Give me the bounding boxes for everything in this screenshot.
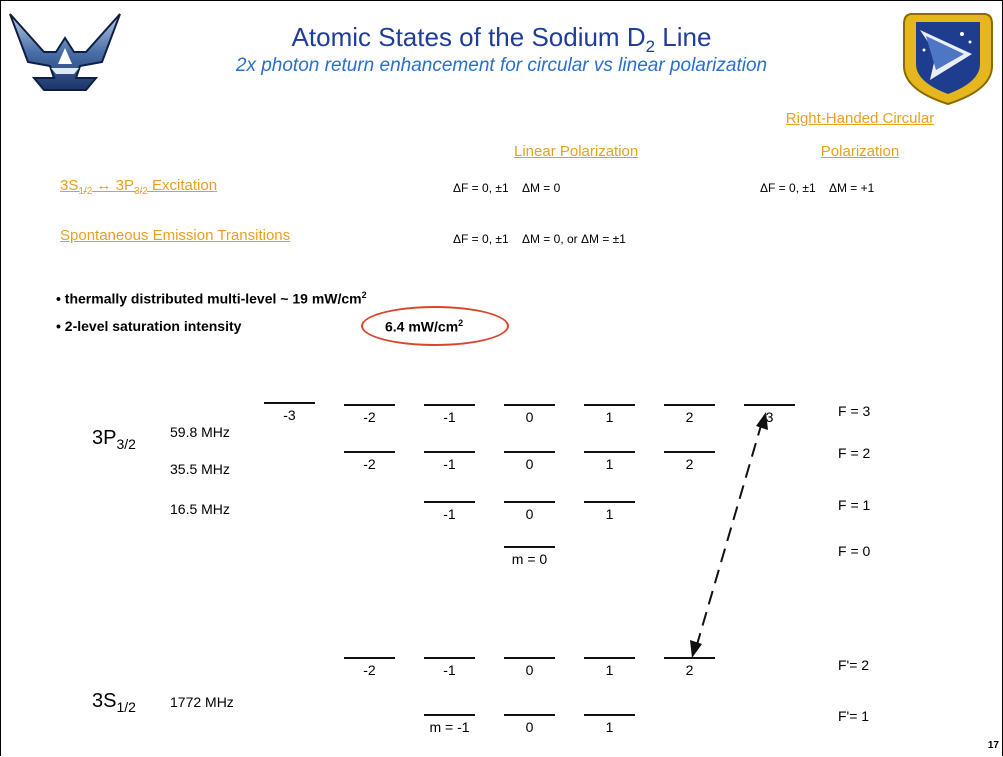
sublevel-label: -1: [443, 662, 456, 678]
f-prime-label-1: Fʹ= 1: [838, 708, 870, 724]
f-prime-label-2: Fʹ= 2: [838, 657, 870, 673]
sublevel-label: -3: [283, 407, 296, 423]
sublevel-label: m = 0: [511, 551, 548, 567]
page-subtitle: 2x photon return enhancement for circula…: [235, 55, 768, 76]
sublevel-label: 1: [605, 719, 614, 735]
splitting-1772: 1772 MHz: [170, 694, 234, 710]
sublevel-F2-m0: [504, 451, 555, 453]
sublevel-F3-m-1: [424, 404, 475, 406]
sublevel-Fp2-m2: [664, 657, 715, 659]
sublevel-label: -1: [443, 409, 456, 425]
header-rhc-line2: Polarization: [820, 143, 900, 160]
row-label-excitation: 3S1/2 ↔ 3P3/2 Excitation: [60, 177, 218, 197]
f-label-0: F = 0: [838, 543, 871, 559]
splitting-16-5: 16.5 MHz: [170, 501, 230, 517]
sublevel-label: 0: [525, 719, 534, 735]
upper-state-label: 3P3/2: [92, 427, 136, 452]
row-label-spontaneous: Spontaneous Emission Transitions: [60, 227, 291, 244]
sublevel-F3-m-2: [344, 404, 395, 406]
sublevel-label: 1: [605, 456, 614, 472]
sublevel-F2-m1: [584, 451, 635, 453]
f-label-3: F = 3: [838, 403, 871, 419]
f-label-2: F = 2: [838, 445, 871, 461]
sublevel-label: 0: [525, 456, 534, 472]
excitation-linear-rule: ΔF = 0, ±1 ΔM = 0: [453, 181, 561, 195]
lower-state-label: 3S1/2: [92, 690, 136, 715]
sublevel-label: 1: [605, 409, 614, 425]
sublevel-Fp1-m-1: [424, 714, 475, 716]
spontaneous-linear-rule: ΔF = 0, ±1 ΔM = 0, or ΔM = ±1: [453, 232, 626, 246]
f-label-1: F = 1: [838, 497, 871, 513]
sublevel-label: 0: [525, 506, 534, 522]
bullet-two-level: • 2-level saturation intensity: [56, 318, 242, 334]
transition-arrow: [690, 412, 768, 658]
sublevel-Fp2-m-1: [424, 657, 475, 659]
bullet-multilevel: • thermally distributed multi-level ~ 19…: [56, 290, 367, 307]
splitting-59-8: 59.8 MHz: [170, 424, 230, 440]
excitation-rhc-rule: ΔF = 0, ±1 ΔM = +1: [760, 181, 875, 195]
sublevel-F3-m3: [744, 404, 795, 406]
sublevel-F1-m0: [504, 501, 555, 503]
sublevel-label: 1: [605, 506, 614, 522]
sublevel-label: -1: [443, 456, 456, 472]
sublevel-F2-m2: [664, 451, 715, 453]
header-linear-polarization: Linear Polarization: [514, 143, 639, 160]
splitting-35-5: 35.5 MHz: [170, 461, 230, 477]
sublevel-label: -2: [363, 662, 376, 678]
sublevel-label: 0: [525, 662, 534, 678]
sublevel-label: -1: [443, 506, 456, 522]
sublevel-F2-m-1: [424, 451, 475, 453]
sublevel-F3-m2: [664, 404, 715, 406]
sublevel-label: -2: [363, 456, 376, 472]
air-force-wings-logo: [9, 13, 121, 91]
sublevel-label: 2: [685, 662, 694, 678]
sublevel-F3-m0: [504, 404, 555, 406]
sublevel-label: -2: [363, 409, 376, 425]
sublevel-Fp2-m0: [504, 657, 555, 659]
sublevel-F1-m-1: [424, 501, 475, 503]
sublevel-label: 0: [525, 409, 534, 425]
page-number: 17: [987, 740, 999, 751]
header-rhc-line1: Right-Handed Circular: [785, 110, 935, 127]
sublevel-Fp1-m1: [584, 714, 635, 716]
sublevel-F0-m0: [504, 546, 555, 548]
sublevel-label: 3: [765, 409, 774, 425]
sublevel-Fp2-m-2: [344, 657, 395, 659]
sublevel-F1-m1: [584, 501, 635, 503]
page-title: Atomic States of the Sodium D2 Line: [291, 22, 712, 57]
sublevel-F3-m1: [584, 404, 635, 406]
sublevel-label: 1: [605, 662, 614, 678]
sublevel-Fp2-m1: [584, 657, 635, 659]
sublevel-F3-m-3: [264, 402, 315, 404]
highlight-oval: [361, 306, 509, 346]
sublevel-label: 2: [685, 409, 694, 425]
sublevel-Fp1-m0: [504, 714, 555, 716]
afrl-shield-logo: [903, 13, 993, 106]
sublevel-label: 2: [685, 456, 694, 472]
sublevel-F2-m-2: [344, 451, 395, 453]
sublevel-label: m = -1: [429, 719, 470, 735]
